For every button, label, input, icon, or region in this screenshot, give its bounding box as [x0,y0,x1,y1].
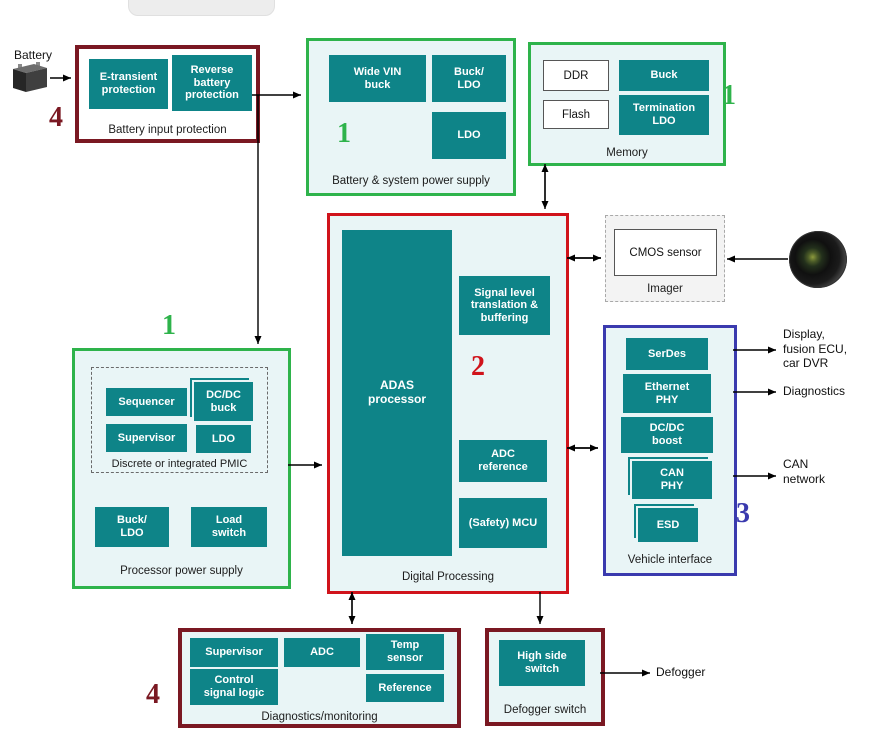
battery-label: Battery [13,48,52,62]
stage-number-digital-processing: 2 [471,351,485,382]
vehicle-interface-block: SerDes Ethernet PHY DC/DC boost CAN PHY … [603,325,737,576]
cmos-sensor-box: CMOS sensor [614,229,717,276]
sequencer-chip: Sequencer [106,388,187,416]
memory-block: DDR Flash Buck Termination LDO Memory [528,42,726,166]
camera-lens-image [783,225,853,294]
ethernet-phy-chip: Ethernet PHY [623,374,711,413]
serdes-chip: SerDes [626,338,708,370]
diag-supervisor-chip: Supervisor [190,638,278,667]
digital-processing-block: ADAS processor Signal level translation … [327,213,569,594]
stage-number-vehicle-interface: 3 [736,498,750,529]
defogger-note: Defogger [656,665,706,679]
e-transient-protection-chip: E-transient protection [89,59,168,109]
ldo-chip: LDO [432,112,506,159]
pmic-ldo-chip: LDO [196,425,251,453]
can-network-note: CAN network [783,457,826,486]
stage-number-memory: 1 [722,80,736,111]
memory-caption: Memory [606,147,648,159]
battery-icon [10,60,50,99]
processor-power-supply-block: Sequencer DC/DC buck Supervisor LDO Disc… [72,348,291,589]
diagnostics-monitoring-block: Supervisor ADC Temp sensor Control signa… [178,628,461,728]
imager-caption: Imager [647,283,683,295]
battery-icon-svg [13,62,47,92]
adas-processor-chip: ADAS processor [342,230,452,556]
vehicle-interface-caption: Vehicle interface [627,554,713,566]
stage-number-processor-power: 1 [162,310,176,341]
digital-processing-caption: Digital Processing [401,571,495,583]
signal-level-translation-chip: Signal level translation & buffering [459,276,550,335]
safety-mcu-chip: (Safety) MCU [459,498,547,548]
termination-ldo-chip: Termination LDO [619,95,709,135]
defogger-switch-caption: Defogger switch [503,704,587,716]
pmic-subblock: Sequencer DC/DC buck Supervisor LDO Disc… [91,367,268,473]
wide-vin-buck-chip: Wide VIN buck [329,55,426,102]
dcdc-boost-chip: DC/DC boost [621,417,713,453]
reference-chip: Reference [366,674,444,702]
diag-adc-chip: ADC [284,638,360,667]
load-switch-chip: Load switch [191,507,267,547]
ddr-box: DDR [543,60,609,91]
dcdc-buck-chip: DC/DC buck [194,382,253,421]
diagnostics-note: Diagnostics [783,384,846,398]
control-signal-logic-chip: Control signal logic [190,669,278,705]
esd-chip: ESD [638,508,698,542]
cropped-top-element [128,0,275,16]
stage-number-battery-system-power: 1 [337,118,351,149]
can-phy-chip: CAN PHY [632,461,712,499]
memory-buck-chip: Buck [619,60,709,91]
imager-block: CMOS sensor Imager [605,215,725,302]
flash-box: Flash [543,100,609,129]
defogger-switch-block: High side switch Defogger switch [485,628,605,726]
temp-sensor-chip: Temp sensor [366,634,444,670]
pps-buck-ldo-chip: Buck/ LDO [95,507,169,547]
supervisor-chip: Supervisor [106,424,187,452]
stage-number-diagnostics: 4 [146,679,160,710]
diagnostics-monitoring-caption: Diagnostics/monitoring [261,711,378,723]
processor-power-supply-caption: Processor power supply [120,565,243,577]
battery-system-power-block: Wide VIN buck Buck/ LDO LDO Battery & sy… [306,38,516,196]
battery-system-power-caption: Battery & system power supply [332,175,490,187]
high-side-switch-chip: High side switch [499,640,585,686]
adc-reference-chip: ADC reference [459,440,547,482]
reverse-battery-protection-chip: Reverse battery protection [172,55,252,111]
display-fusion-dvr-note: Display, fusion ECU, car DVR [783,327,848,371]
stage-number-battery-protection: 4 [49,102,63,133]
battery-input-protection-block: E-transient protection Reverse battery p… [75,45,260,143]
buck-ldo-chip: Buck/ LDO [432,55,506,102]
pmic-caption: Discrete or integrated PMIC [111,458,248,470]
battery-input-protection-caption: Battery input protection [108,124,227,136]
